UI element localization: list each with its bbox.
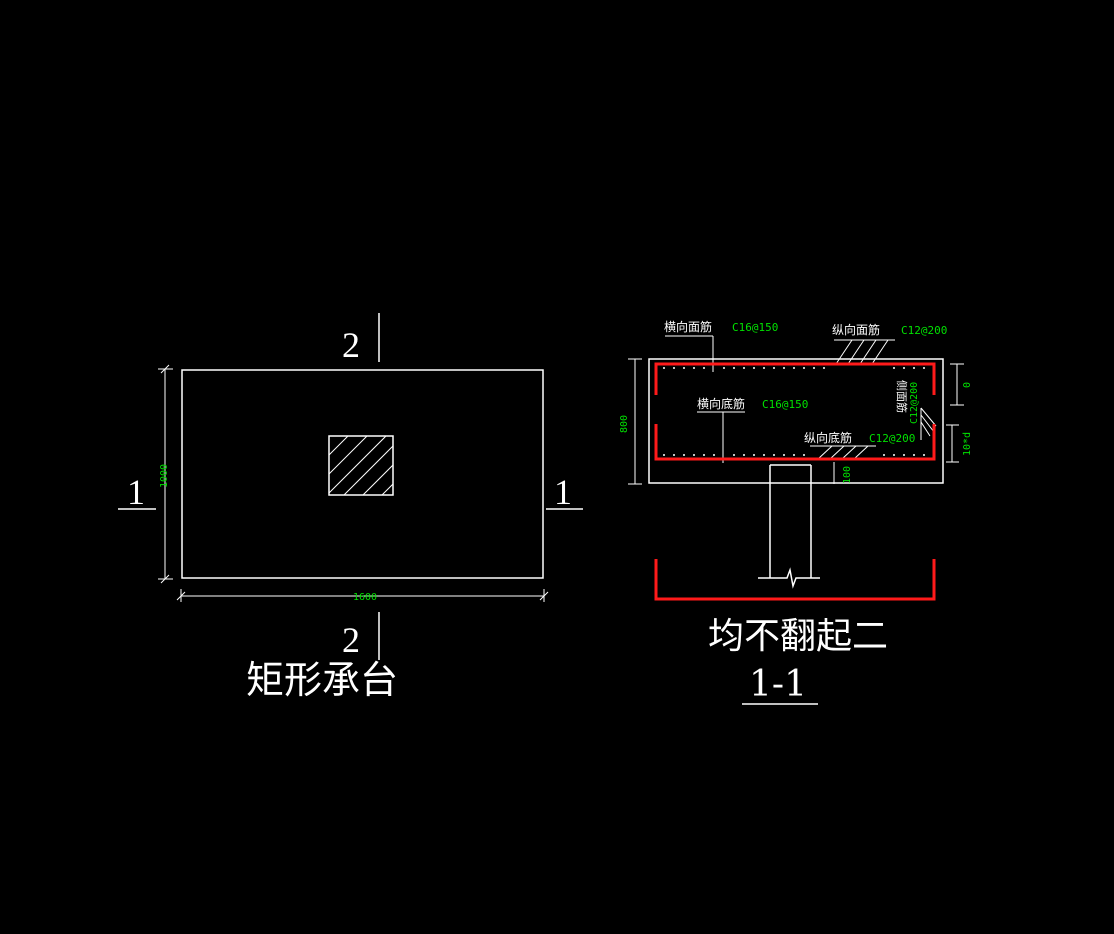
spec-top-transverse: C16@150: [732, 321, 778, 334]
bottom-rebar[interactable]: [654, 424, 936, 461]
rebar-cage: [654, 362, 936, 601]
plan-dim-width-text: 1600: [353, 592, 377, 603]
plan-section-mark-top: 2: [342, 325, 360, 365]
label-top-longitudinal: 纵向面筋: [832, 322, 880, 337]
section-dim-side-text: 10*d: [962, 432, 973, 456]
plan-view: [118, 313, 583, 660]
spec-bottom-longitudinal: C12@200: [869, 432, 915, 445]
section-cap-outline[interactable]: [648, 358, 944, 484]
plan-section-mark-left: 1: [127, 472, 145, 512]
plan-section-mark-right: 1: [554, 472, 572, 512]
label-bottom-longitudinal: 纵向底筋: [804, 430, 852, 445]
rebar-dots-bottom: [663, 454, 925, 456]
section-dim-cover-text: 100: [842, 466, 853, 484]
plan-title: 矩形承台: [246, 658, 398, 702]
rebar-dots-top: [663, 367, 925, 369]
column-break-line: [758, 567, 820, 589]
spec-side-bar: C12@200: [909, 382, 920, 424]
spec-bottom-transverse: C16@150: [762, 398, 808, 411]
plan-dim-height-text: 1000: [159, 464, 170, 488]
top-rebar[interactable]: [654, 362, 936, 395]
plan-section-mark-bottom: 2: [342, 620, 360, 660]
pile-cap-outline[interactable]: [181, 369, 544, 579]
section-dim-height-text: 800: [619, 415, 630, 433]
spec-top-longitudinal: C12@200: [901, 324, 947, 337]
section-dim-top-text: 0: [962, 382, 973, 388]
label-top-transverse: 横向面筋: [664, 319, 712, 334]
label-bottom-transverse: 横向底筋: [697, 396, 745, 411]
section-label: 1-1: [749, 664, 807, 705]
section-title-note: 均不翻起二: [708, 616, 888, 657]
section-view: [628, 335, 964, 705]
column-rebar-hook[interactable]: [654, 559, 936, 601]
leader-side-bar: [920, 407, 937, 427]
label-side-bar: 侧面筋: [895, 380, 909, 413]
column-hatch-lines: [328, 435, 394, 496]
